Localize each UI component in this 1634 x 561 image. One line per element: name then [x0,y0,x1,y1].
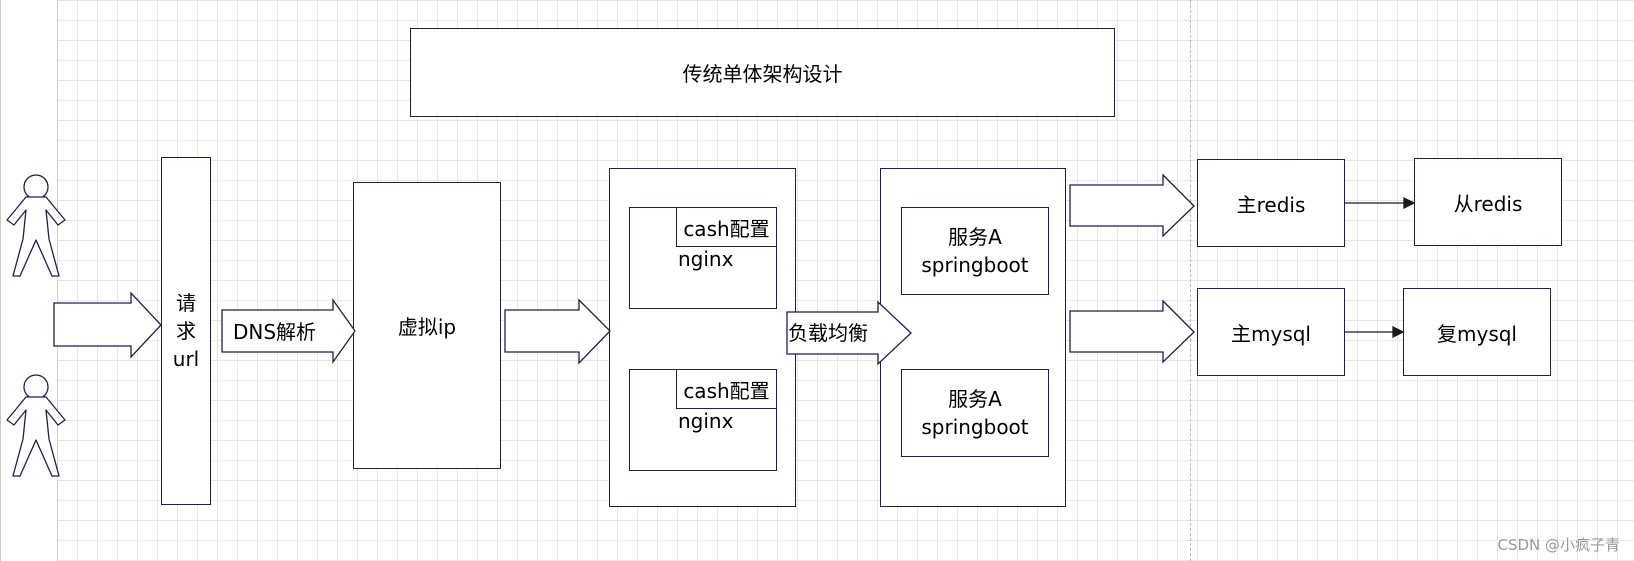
arrowhead-icon [1392,325,1405,339]
page-break-line [1190,0,1191,561]
service-node-1-text: 服务A springboot [921,223,1028,279]
load-balance-arrow-label: 负载均衡 [788,321,868,345]
request-url-line: url [172,347,200,371]
redis-slave-box[interactable]: 从redis [1414,158,1562,246]
user-actor-icon[interactable] [6,374,66,477]
request-url-line: 请 [176,291,196,315]
request-url-line: 求 [176,319,196,343]
nginx-label-2: nginx [678,409,734,433]
virtual-ip-label: 虚拟ip [397,315,457,339]
arrowhead-icon [1403,196,1416,210]
block-arrow-actor-to-request[interactable] [53,291,162,359]
cache-config-label-2: cash配置 [683,378,770,403]
service-name: 服务A [948,225,1002,249]
service-name: 服务A [948,387,1002,411]
block-arrow-load-balance[interactable] [786,300,912,366]
user-actor-icon[interactable] [6,174,66,277]
cache-config-tag-1[interactable]: cash配置 [676,207,777,247]
mysql-replica-box[interactable]: 复mysql [1403,288,1551,376]
cache-config-tag-2[interactable]: cash配置 [676,369,777,409]
redis-master-box[interactable]: 主redis [1197,159,1345,247]
request-url-box[interactable]: 请 求 url [161,157,211,505]
watermark: CSDN @小疯子青 [1497,536,1620,554]
mysql-replica-label: 复mysql [1437,321,1517,346]
redis-slave-label: 从redis [1453,191,1523,216]
service-node-2[interactable]: 服务A springboot [901,369,1049,457]
title-box[interactable]: 传统单体架构设计 [410,28,1115,117]
mysql-master-label: 主mysql [1231,321,1311,346]
service-framework: springboot [921,415,1029,439]
page-border [57,0,58,561]
title-text: 传统单体架构设计 [682,62,843,86]
service-node-1[interactable]: 服务A springboot [901,207,1049,295]
block-arrow-vip-to-nginx[interactable] [504,298,611,365]
canvas-margin [0,0,57,561]
canvas-left-edge [0,0,1,561]
block-arrow-to-mysql[interactable] [1069,299,1195,364]
service-node-2-text: 服务A springboot [921,385,1028,441]
mysql-master-box[interactable]: 主mysql [1197,288,1345,376]
service-framework: springboot [921,253,1029,277]
cache-config-label-1: cash配置 [683,216,770,241]
block-arrow-to-redis[interactable] [1069,173,1195,238]
nginx-label-1: nginx [678,247,734,271]
dns-arrow-label: DNS解析 [233,320,317,344]
block-arrow-dns[interactable] [221,297,356,365]
request-url-label: 请 求 url [173,289,199,373]
redis-master-label: 主redis [1236,192,1306,217]
virtual-ip-box[interactable]: 虚拟ip [353,182,501,469]
